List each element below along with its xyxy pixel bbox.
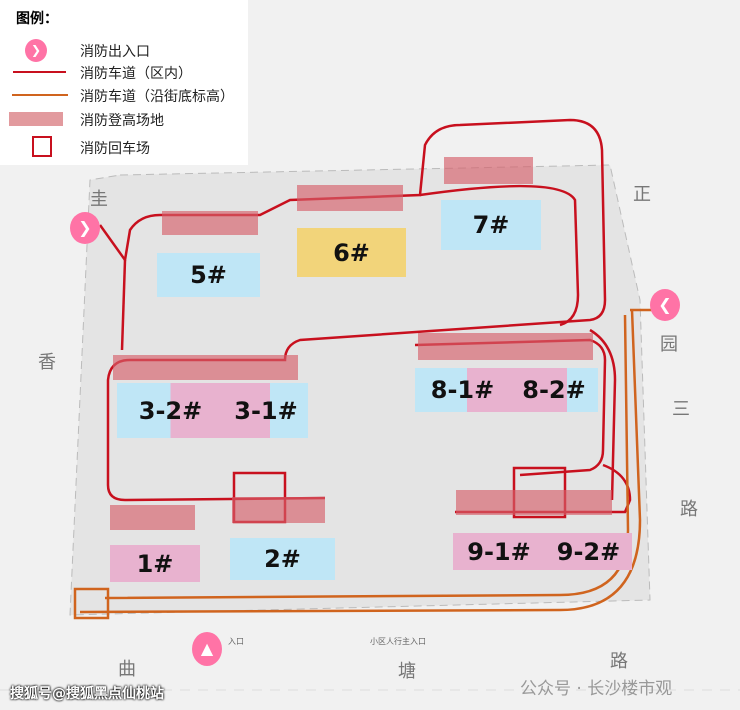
legend-item: 消防车道（区内） [80, 66, 192, 82]
road-label: 路 [610, 651, 628, 672]
road-label: 三 [672, 399, 690, 420]
legend-title: 图例： [16, 11, 58, 27]
building-6: 6# [297, 228, 406, 277]
road-label: 香 [38, 352, 56, 373]
fire-entrance-icon: ▲ [192, 632, 222, 666]
road-label: 塘 [398, 661, 416, 682]
platform [297, 185, 403, 211]
building-9-2: 9-2# [545, 533, 632, 570]
turnaround-street [73, 587, 110, 620]
building-5: 5# [157, 253, 260, 297]
platform [418, 333, 593, 360]
ped-entrance-label: 小区人行主入口 [370, 637, 426, 646]
street-road-swatch [12, 94, 68, 96]
platform [113, 355, 298, 380]
road-label: 圭 [90, 189, 108, 210]
fire-road-swatch [13, 71, 66, 73]
turnaround-swatch [32, 136, 52, 157]
watermark-left: 搜狐号@搜狐黑点仙桃站 [10, 686, 164, 702]
entrance-label: 入口 [228, 637, 244, 646]
platform [456, 490, 612, 515]
watermark-right: 公众号 · 长沙楼市观 [520, 679, 673, 699]
platform-swatch [9, 112, 63, 126]
road-label: 曲 [118, 659, 136, 680]
building-3-2: 3-2# [117, 383, 224, 438]
building-2: 2# [230, 538, 335, 580]
road-label: 正 [633, 184, 651, 205]
legend-item: 消防出入口 [80, 44, 150, 60]
legend-item: 消防车道（沿街底标高） [80, 89, 234, 105]
fire-entrance-icon: ❯ [70, 212, 100, 244]
platform [232, 497, 325, 523]
road-label: 路 [680, 499, 698, 520]
building-8-1: 8-1# [415, 368, 510, 412]
fire-entrance-icon: ❯ [25, 39, 47, 62]
platform [444, 157, 533, 184]
fire-entrance-icon: ❮ [650, 289, 680, 321]
building-7: 7# [441, 200, 541, 250]
legend-item: 消防登高场地 [80, 113, 164, 129]
road-label: 园 [660, 334, 678, 355]
building-3-1: 3-1# [224, 383, 308, 438]
legend: 图例： ❯ 消防出入口 消防车道（区内） 消防车道（沿街底标高） 消防登高场地 … [0, 0, 248, 165]
platform [162, 211, 258, 235]
building-8-2: 8-2# [510, 368, 598, 412]
platform [110, 505, 195, 530]
legend-item: 消防回车场 [80, 141, 150, 157]
building-9-1: 9-1# [453, 533, 545, 570]
building-1: 1# [110, 545, 200, 582]
